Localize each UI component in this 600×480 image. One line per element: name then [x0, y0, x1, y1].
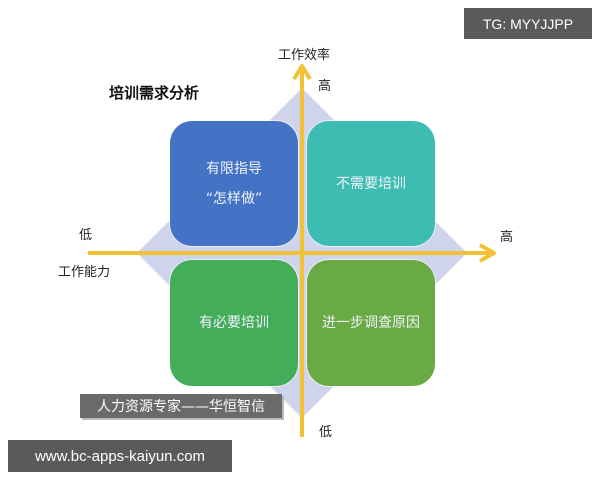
quadrant-top-left-line-1: 有限指导	[206, 160, 262, 177]
watermark-top-right: TG: MYYJJPP	[464, 8, 592, 39]
quadrant-bottom-left-label: 有必要培训	[199, 315, 269, 331]
quadrant-top-left: 有限指导 “怎样做”	[170, 121, 298, 246]
quadrant-top-right: 不需要培训	[307, 121, 435, 246]
x-axis-low-label: 低	[79, 228, 93, 243]
x-axis-arrow-icon	[88, 243, 496, 263]
diagram-title: 培训需求分析	[109, 84, 200, 102]
y-axis-low-label: 低	[319, 425, 333, 440]
x-axis-label: 工作能力	[58, 265, 111, 280]
y-axis-arrow-icon	[292, 64, 312, 437]
watermark-caption: 人力资源专家——华恒智信	[80, 394, 282, 418]
y-axis-high-label: 高	[318, 79, 332, 94]
y-axis-label: 工作效率	[278, 48, 331, 63]
watermark-url: www.bc-apps-kaiyun.com	[8, 440, 232, 472]
quadrant-bottom-right-label: 进一步调查原因	[322, 315, 420, 331]
quadrant-top-left-line-2: “怎样做”	[205, 190, 263, 207]
quadrant-bottom-left: 有必要培训	[170, 260, 298, 386]
quadrant-bottom-right: 进一步调查原因	[307, 260, 435, 386]
quadrant-top-right-label: 不需要培训	[336, 175, 406, 192]
x-axis-high-label: 高	[500, 230, 514, 245]
